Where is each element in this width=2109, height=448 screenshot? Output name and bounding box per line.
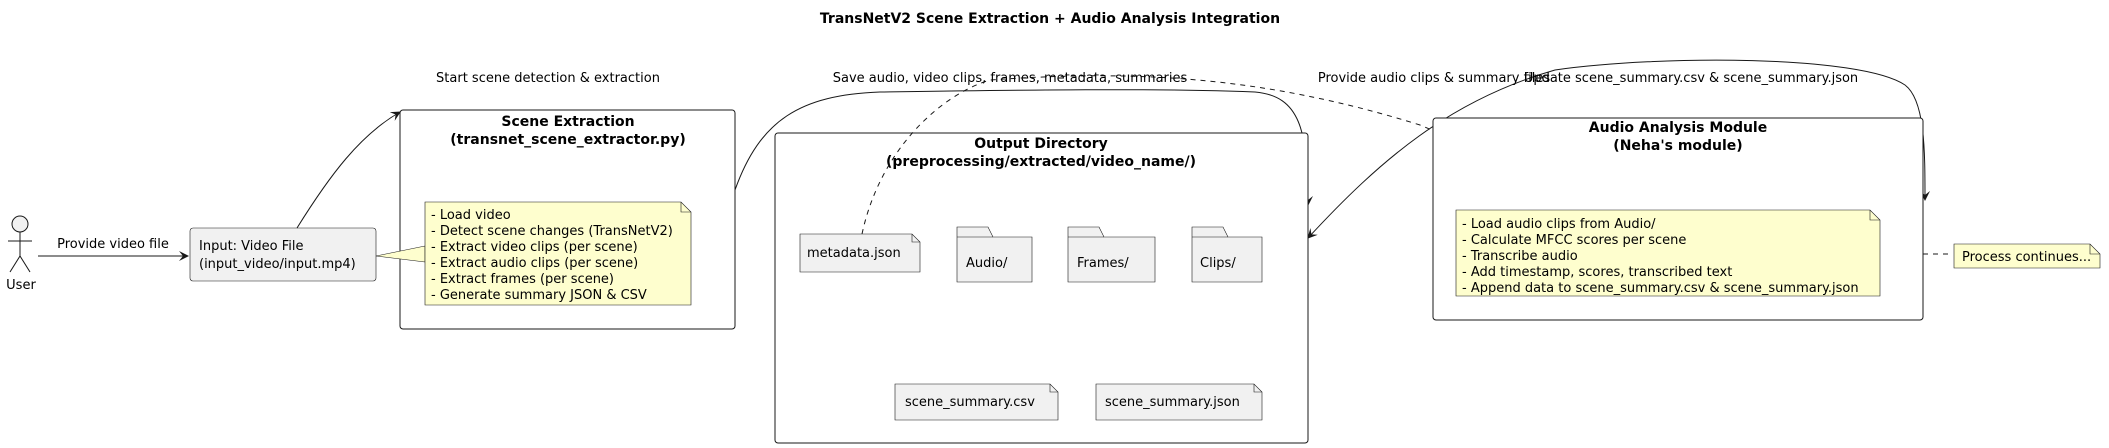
audio-note-line-5: - Append data to scene_summary.csv & sce… xyxy=(1462,281,1859,296)
update-summary-label: Update scene_summary.csv & scene_summary… xyxy=(1524,71,1858,86)
save-outputs-edge xyxy=(734,89,1313,206)
audio-note-line-2: - Calculate MFCC scores per scene xyxy=(1462,233,1686,248)
audio-note-line-3: - Transcribe audio xyxy=(1462,249,1578,264)
frames-folder-icon xyxy=(1067,226,1156,283)
audio-module-title: Audio Analysis Module xyxy=(1589,120,1767,136)
scene-note-line-2: - Detect scene changes (TransNetV2) xyxy=(431,224,673,239)
scene-summary-json-file xyxy=(1095,383,1263,421)
scene-note-line-6: - Generate summary JSON & CSV xyxy=(431,288,647,303)
input-video-box xyxy=(189,227,377,282)
scene-note-line-1: - Load video xyxy=(431,208,511,223)
scene-note-line-3: - Extract video clips (per scene) xyxy=(431,240,638,255)
diagram-title: TransNetV2 Scene Extraction + Audio Anal… xyxy=(820,11,1280,27)
scene-summary-json-label: scene_summary.json xyxy=(1105,395,1240,410)
metadata-json-file xyxy=(799,233,921,273)
frames-folder-label: Frames/ xyxy=(1077,256,1129,271)
process-continues-text: Process continues... xyxy=(1962,250,2091,265)
clips-folder-icon xyxy=(1191,226,1263,283)
scene-extraction-title: Scene Extraction xyxy=(501,114,634,130)
output-directory-title: Output Directory xyxy=(974,136,1108,152)
scene-summary-csv-file xyxy=(894,383,1059,421)
audio-exchange-edge xyxy=(1307,59,1930,239)
audio-module-subtitle: (Neha's module) xyxy=(1613,138,1742,154)
metadata-json-label: metadata.json xyxy=(807,246,901,261)
output-directory-subtitle: (preprocessing/extracted/video_name/) xyxy=(886,154,1196,170)
provide-audio-label: Provide audio clips & summary files xyxy=(1318,71,1551,86)
audio-note-line-4: - Add timestamp, scores, transcribed tex… xyxy=(1462,265,1732,280)
provide-video-label: Provide video file xyxy=(57,237,169,252)
audio-module-note xyxy=(1455,209,1881,297)
user-actor xyxy=(8,215,32,273)
scene-extraction-note xyxy=(424,201,692,306)
save-outputs-label: Save audio, video clips, frames, metadat… xyxy=(833,71,1188,86)
scene-extraction-subtitle: (transnet_scene_extractor.py) xyxy=(450,132,685,148)
start-detection-label: Start scene detection & extraction xyxy=(436,71,660,86)
start-detection-edge xyxy=(296,111,401,229)
input-video-line1: Input: Video File xyxy=(199,239,303,254)
clips-folder-label: Clips/ xyxy=(1200,256,1236,271)
process-continues-note xyxy=(1953,243,2101,269)
scene-summary-csv-label: scene_summary.csv xyxy=(905,395,1035,410)
audio-folder-label: Audio/ xyxy=(966,256,1008,271)
user-label: User xyxy=(6,278,36,293)
output-directory-box xyxy=(774,132,1309,444)
scene-note-line-5: - Extract frames (per scene) xyxy=(431,272,614,287)
input-video-line2: (input_video/input.mp4) xyxy=(199,257,356,272)
audio-folder-icon xyxy=(956,226,1033,283)
scene-note-line-4: - Extract audio clips (per scene) xyxy=(431,256,638,271)
audio-note-line-1: - Load audio clips from Audio/ xyxy=(1462,217,1656,232)
